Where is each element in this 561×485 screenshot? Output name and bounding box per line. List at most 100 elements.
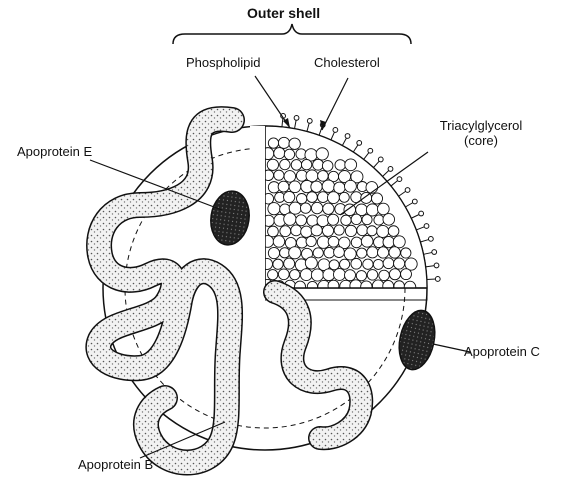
lipid-droplet bbox=[311, 202, 322, 213]
lipid-droplet bbox=[335, 160, 346, 171]
lipid-droplet bbox=[328, 236, 339, 247]
phospholipid-label: Phospholipid bbox=[186, 55, 260, 70]
lipid-droplet bbox=[313, 159, 324, 170]
lipid-droplet bbox=[322, 161, 333, 172]
lipid-droplet bbox=[284, 213, 296, 225]
lipid-droplet bbox=[341, 215, 351, 225]
lipid-droplet bbox=[301, 226, 312, 237]
apoprotein-e-label: Apoprotein E bbox=[17, 144, 92, 159]
phospholipid-tail bbox=[331, 132, 335, 140]
lipid-droplet bbox=[377, 225, 389, 237]
lipid-droplet bbox=[324, 247, 335, 258]
lipid-droplet bbox=[300, 203, 310, 213]
lipid-droplet bbox=[268, 247, 279, 258]
phospholipid-head bbox=[388, 167, 393, 172]
cutaway-core bbox=[261, 126, 427, 293]
phospholipid-head bbox=[434, 263, 439, 268]
lipid-droplet bbox=[296, 215, 307, 226]
lipid-droplet bbox=[323, 269, 335, 281]
phospholipid-head bbox=[357, 141, 362, 146]
lipid-droplet bbox=[284, 191, 295, 202]
lipid-droplet bbox=[323, 203, 334, 214]
lipid-droplet bbox=[300, 269, 312, 281]
apoprotein-c-label: Apoprotein C bbox=[464, 344, 540, 359]
outer-shell-brace bbox=[173, 24, 411, 44]
lipid-droplet bbox=[311, 225, 322, 236]
lipid-droplet bbox=[268, 270, 278, 280]
lipid-droplet bbox=[328, 214, 339, 225]
phospholipid-tail bbox=[307, 123, 309, 132]
lipid-droplet bbox=[273, 259, 283, 269]
lipid-droplet bbox=[284, 171, 296, 183]
lipid-droplet bbox=[377, 203, 389, 215]
phospholipid-tail bbox=[391, 180, 398, 186]
phospholipid-tail bbox=[399, 191, 406, 196]
lipid-droplet bbox=[362, 215, 372, 225]
phospholipid-head bbox=[397, 177, 402, 182]
phospholipid-head bbox=[345, 134, 350, 139]
phospholipid-head bbox=[405, 188, 410, 193]
lipid-droplet bbox=[345, 159, 357, 171]
lipid-droplet bbox=[278, 181, 289, 192]
cholesterol-label: Cholesterol bbox=[314, 55, 380, 70]
lipid-droplet bbox=[383, 236, 394, 247]
lipid-droplet bbox=[305, 257, 317, 269]
lipid-droplet bbox=[274, 170, 284, 180]
phospholipid-head bbox=[412, 199, 417, 204]
lipid-droplet bbox=[401, 248, 411, 258]
lipid-droplet bbox=[307, 192, 318, 203]
lipid-droplet bbox=[339, 192, 349, 202]
lipid-droplet bbox=[394, 258, 405, 269]
lipid-droplet bbox=[367, 226, 377, 236]
phospholipid-head bbox=[432, 250, 437, 255]
triacylglycerol-line2: (core) bbox=[418, 133, 544, 148]
lipid-droplet bbox=[289, 181, 301, 193]
lipid-droplet bbox=[361, 235, 373, 247]
lipid-droplet bbox=[278, 269, 289, 280]
lipid-droplet bbox=[357, 248, 367, 258]
lipid-droplet bbox=[389, 247, 400, 258]
phospholipid-tail bbox=[353, 145, 358, 153]
lipid-droplet bbox=[306, 236, 316, 246]
apoprotein-b-label: Apoprotein B bbox=[78, 457, 153, 472]
lipid-droplet bbox=[322, 225, 333, 236]
lipid-droplet bbox=[311, 181, 322, 192]
phospholipid-tail bbox=[282, 118, 283, 127]
lipid-droplet bbox=[363, 259, 373, 269]
lipid-droplet bbox=[313, 248, 323, 258]
lipid-droplet bbox=[367, 247, 378, 258]
lipid-droplet bbox=[318, 192, 329, 203]
lipid-droplet bbox=[322, 180, 334, 192]
phospholipid-head bbox=[368, 148, 373, 153]
lipid-droplet bbox=[393, 236, 405, 248]
lipid-droplet bbox=[351, 237, 362, 248]
lipid-droplet bbox=[316, 148, 328, 160]
phospholipid-tail bbox=[405, 203, 413, 208]
lipid-droplet bbox=[340, 259, 350, 269]
shell-wall bbox=[250, 126, 265, 288]
phospholipid-tail bbox=[295, 120, 297, 129]
lipid-droplet bbox=[289, 247, 301, 259]
lipid-droplet bbox=[280, 226, 291, 237]
lipid-droplet bbox=[401, 269, 412, 280]
lipid-droplet bbox=[273, 236, 285, 248]
lipid-droplet bbox=[291, 160, 302, 171]
triacylglycerol-line1: Triacylglycerol bbox=[418, 118, 544, 133]
lipid-droplet bbox=[388, 226, 399, 237]
lipid-droplet bbox=[301, 159, 311, 169]
phospholipid-head bbox=[419, 211, 424, 216]
lipid-droplet bbox=[389, 269, 400, 280]
lipid-droplet bbox=[318, 171, 329, 182]
lipid-droplet bbox=[284, 149, 294, 159]
lipid-droplet bbox=[268, 203, 280, 215]
phospholipid-head bbox=[435, 277, 440, 282]
phospholipid-tail bbox=[342, 138, 346, 146]
lipid-droplet bbox=[371, 193, 382, 204]
phospholipid-tail bbox=[420, 239, 429, 242]
lipid-droplet bbox=[351, 214, 361, 224]
lipid-droplet bbox=[274, 148, 285, 159]
lipid-droplet bbox=[289, 202, 301, 214]
lipid-droplet bbox=[291, 225, 302, 236]
